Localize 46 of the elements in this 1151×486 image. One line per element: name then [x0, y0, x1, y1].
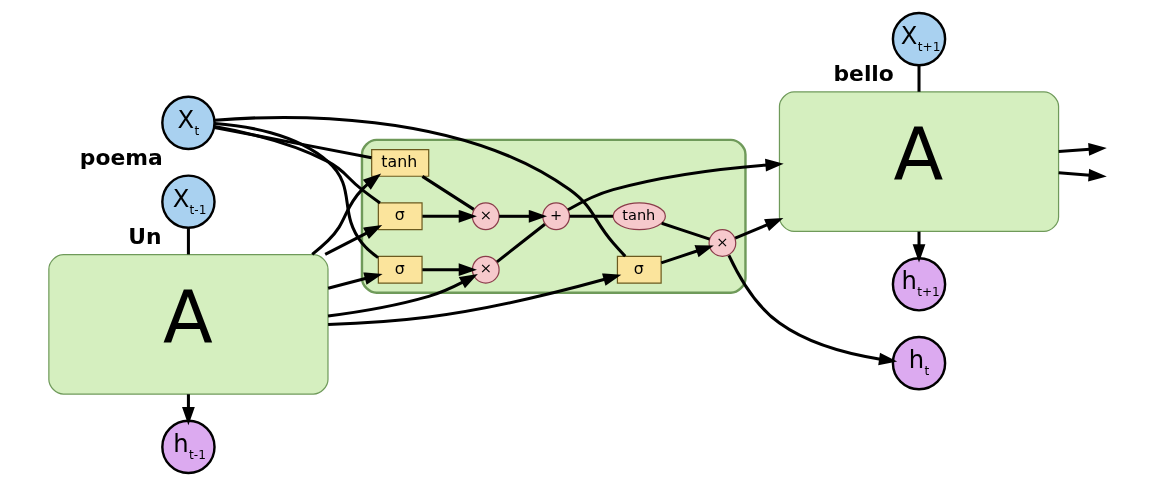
- node-circle: h$_{t-1}$: [160, 419, 216, 475]
- node-circle: X$_{t+1}$: [891, 11, 946, 67]
- node-label: Un: [127, 224, 162, 250]
- node-box: tanh: [370, 148, 429, 177]
- node-box: σ: [377, 255, 423, 284]
- arrow: [323, 225, 382, 256]
- node-box: σ: [377, 202, 423, 231]
- arrow: [566, 158, 784, 212]
- arrow: [310, 173, 381, 256]
- connector: [213, 125, 381, 205]
- arrow: [421, 209, 477, 223]
- node-ellipse: tanh: [612, 202, 666, 231]
- connector: [421, 175, 475, 211]
- arrow: [498, 209, 547, 223]
- arrow: [660, 245, 714, 265]
- node-circle: ×: [471, 255, 500, 284]
- arrow: [421, 263, 477, 277]
- arrow: [1058, 142, 1107, 156]
- node-circle: ×: [707, 229, 736, 257]
- connector: [569, 214, 613, 218]
- connector: [213, 126, 372, 160]
- node-circle: +: [541, 202, 570, 231]
- arrow: [181, 394, 195, 426]
- node-circle: ×: [471, 202, 500, 231]
- node-circle: h$_{t}$: [891, 335, 946, 391]
- node-box: σ: [616, 255, 662, 284]
- node-box: A: [47, 253, 329, 395]
- node-circle: X$_{t-1}$: [160, 174, 216, 230]
- arrow: [327, 273, 478, 318]
- arrow: [1058, 168, 1107, 182]
- connector: [214, 116, 626, 258]
- node-circle: X$_{t}$: [160, 95, 216, 151]
- node-label: bello: [832, 61, 894, 87]
- connector: [214, 122, 379, 259]
- connector: [186, 228, 190, 255]
- node-box: A: [778, 91, 1059, 233]
- connector: [917, 65, 921, 92]
- connector: [495, 223, 546, 263]
- arrow: [912, 231, 925, 263]
- node-circle: h$_{t+1}$: [891, 256, 946, 312]
- node-label: poema: [79, 145, 163, 171]
- arrow: [734, 218, 783, 240]
- arrow: [727, 254, 897, 366]
- arrow: [327, 273, 621, 327]
- connector: [660, 221, 710, 241]
- arrow: [327, 272, 383, 290]
